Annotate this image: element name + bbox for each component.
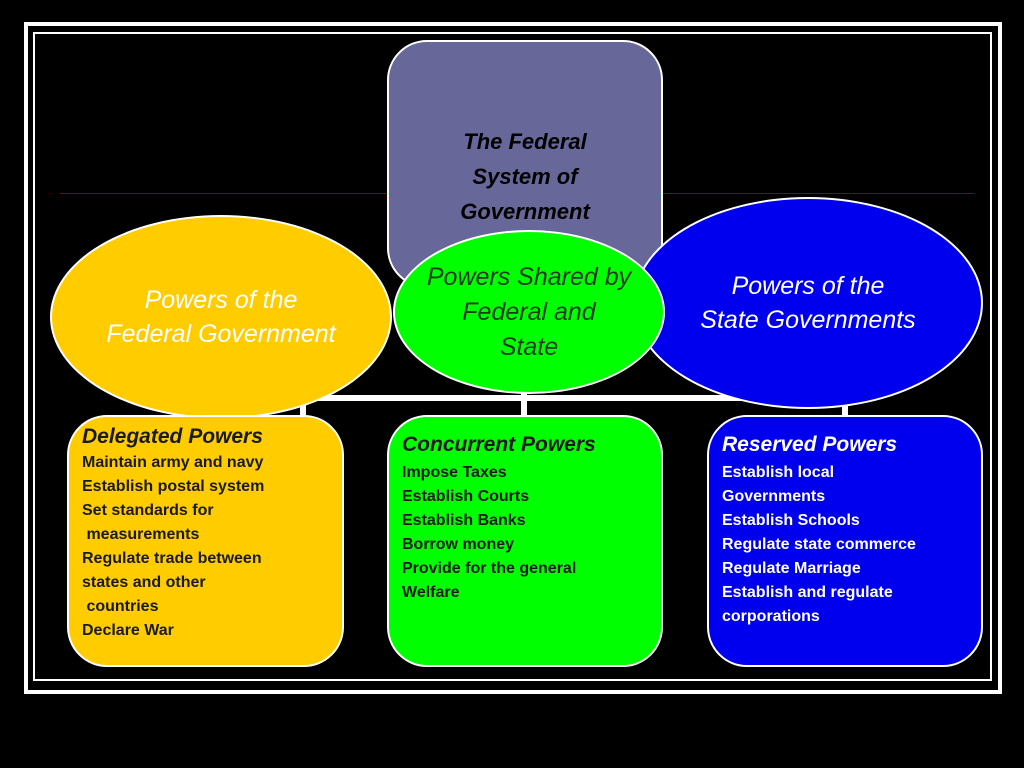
reserved-powers-heading: Reserved Powers bbox=[722, 433, 898, 456]
reserved-powers-list: Establish local Governments Establish Sc… bbox=[722, 461, 981, 629]
concurrent-powers-heading: Concurrent Powers bbox=[402, 433, 596, 456]
list-item: Declare War bbox=[82, 622, 174, 639]
inner-frame bbox=[33, 32, 992, 681]
list-item: Establish local bbox=[722, 464, 835, 481]
federal-powers-label: Powers of the Federal Government bbox=[106, 286, 336, 348]
list-item: Provide for the general bbox=[402, 560, 577, 577]
outer-frame bbox=[24, 22, 1002, 694]
list-item: Establish Schools bbox=[722, 512, 860, 529]
delegated-powers-list: Maintain army and navy Establish postal … bbox=[82, 451, 342, 643]
list-item: Regulate state commerce bbox=[722, 536, 916, 553]
list-item: Establish Banks bbox=[402, 512, 526, 529]
concurrent-powers-list: Impose Taxes Establish Courts Establish … bbox=[402, 461, 661, 605]
list-item: Establish postal system bbox=[82, 478, 265, 495]
list-item: states and other bbox=[82, 574, 206, 591]
list-item: Regulate Marriage bbox=[722, 560, 861, 577]
connector-shared bbox=[521, 390, 527, 417]
delegated-powers-heading: Delegated Powers bbox=[82, 425, 263, 448]
list-item: Establish Courts bbox=[402, 488, 530, 505]
federal-powers-ellipse: Powers of the Federal Government bbox=[50, 215, 392, 419]
reserved-powers-card: Reserved Powers Establish local Governme… bbox=[707, 415, 983, 667]
list-item: Set standards for bbox=[82, 502, 214, 519]
list-item: Welfare bbox=[402, 584, 460, 601]
state-powers-label: Powers of the State Governments bbox=[700, 272, 916, 334]
federal-system-box: The Federal System of Government bbox=[387, 40, 663, 288]
list-item: Borrow money bbox=[402, 536, 515, 553]
list-item: countries bbox=[82, 598, 159, 615]
connector-horizontal bbox=[300, 395, 848, 401]
shared-powers-label: Powers Shared by Federal and State bbox=[426, 262, 632, 361]
list-item: Impose Taxes bbox=[402, 464, 507, 481]
list-item: Governments bbox=[722, 488, 826, 505]
list-item: Regulate trade between bbox=[82, 550, 262, 567]
concurrent-powers-card: Concurrent Powers Impose Taxes Establish… bbox=[387, 415, 663, 667]
delegated-powers-card: Delegated Powers Maintain army and navy … bbox=[67, 415, 344, 667]
federal-system-title: The Federal System of Government bbox=[460, 129, 590, 224]
shared-powers-ellipse: Powers Shared by Federal and State bbox=[393, 230, 665, 394]
list-item: measurements bbox=[82, 526, 200, 543]
list-item: Establish and regulate bbox=[722, 584, 893, 601]
state-powers-ellipse: Powers of the State Governments bbox=[633, 197, 983, 409]
list-item: Maintain army and navy bbox=[82, 454, 264, 471]
list-item: corporations bbox=[722, 608, 820, 625]
